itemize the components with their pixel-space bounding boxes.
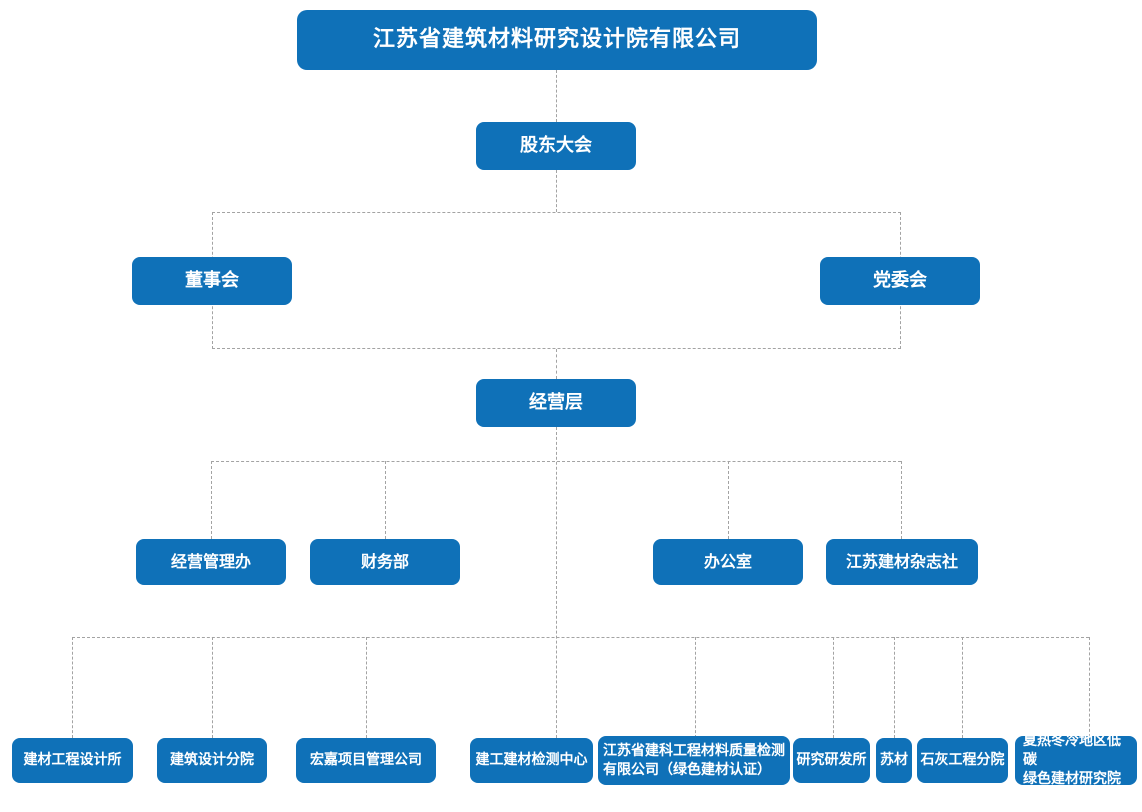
connector-drop-dept-3 bbox=[728, 461, 729, 539]
org-node-party-committee: 党委会 bbox=[820, 257, 980, 305]
dept-label: 经营管理办 bbox=[170, 552, 251, 571]
dept-label: 江苏建材杂志社 bbox=[845, 552, 958, 571]
departments-rail bbox=[211, 461, 901, 462]
sub-label-line2: 绿色建材研究院 bbox=[1023, 770, 1121, 787]
connector-drop-sub-3 bbox=[366, 637, 367, 738]
connector-drop-sub-1 bbox=[72, 637, 73, 738]
sub-label: 建材工程设计所 bbox=[23, 751, 122, 768]
org-node-root-label: 江苏省建筑材料研究设计院有限公司 bbox=[372, 27, 741, 53]
dept-label: 财务部 bbox=[360, 552, 409, 571]
org-node-sub-lime-engineering-branch: 石灰工程分院 bbox=[917, 738, 1008, 783]
org-node-sub-jianke-quality-testing-company: 江苏省建科工程材料质量检测 有限公司（绿色建材认证） bbox=[598, 736, 790, 785]
connector-drop-sub-2 bbox=[212, 637, 213, 738]
org-node-board-of-directors: 董事会 bbox=[132, 257, 292, 305]
connector-drop-sub-8 bbox=[962, 637, 963, 738]
connector-drop-dept-4 bbox=[901, 461, 902, 539]
sub-label-line1: 夏热冬冷地区低碳 bbox=[1023, 733, 1121, 769]
connector-drop-sub-9 bbox=[1089, 637, 1090, 737]
sub-label: 研究研发所 bbox=[796, 751, 867, 768]
org-node-sub-testing-center: 建工建材检测中心 bbox=[470, 738, 593, 783]
subsidiaries-rail bbox=[72, 637, 1089, 638]
org-node-management-layer: 经营层 bbox=[476, 379, 636, 427]
org-node-sub-hongjia-project-company: 宏嘉项目管理公司 bbox=[296, 738, 436, 783]
org-node-dept-magazine: 江苏建材杂志社 bbox=[826, 539, 978, 585]
org-node-root: 江苏省建筑材料研究设计院有限公司 bbox=[297, 10, 817, 70]
sub-label: 苏材 bbox=[880, 751, 908, 768]
connector-drop-dept-2 bbox=[385, 461, 386, 539]
org-node-shareholders-label: 股东大会 bbox=[520, 134, 592, 156]
org-node-dept-operations-office: 经营管理办 bbox=[136, 539, 286, 585]
org-node-management-label: 经营层 bbox=[529, 391, 583, 413]
dept-label: 办公室 bbox=[703, 552, 752, 571]
org-node-sub-research-institute: 研究研发所 bbox=[793, 738, 870, 783]
org-node-sub-materials-design-institute: 建材工程设计所 bbox=[12, 738, 133, 783]
sub-label-line1: 江苏省建科工程材料质量检测 bbox=[603, 742, 785, 759]
connector-management-trunk bbox=[556, 427, 557, 738]
connector-shareholders-to-governance bbox=[556, 170, 557, 212]
connector-drop-sub-6 bbox=[833, 637, 834, 738]
sub-label: 石灰工程分院 bbox=[920, 751, 1005, 768]
org-node-dept-general-office: 办公室 bbox=[653, 539, 803, 585]
governance-dashed-frame bbox=[212, 212, 901, 349]
connector-governance-to-management bbox=[556, 349, 557, 379]
sub-label-line2: 有限公司（绿色建材认证） bbox=[603, 761, 771, 778]
connector-drop-dept-1 bbox=[211, 461, 212, 539]
connector-drop-sub-7 bbox=[894, 637, 895, 738]
org-node-shareholders-meeting: 股东大会 bbox=[476, 122, 636, 170]
connector-root-to-shareholders bbox=[556, 70, 557, 122]
sub-label: 建工建材检测中心 bbox=[475, 751, 588, 768]
org-node-sub-lowcarbon-green-materials-institute: 夏热冬冷地区低碳 绿色建材研究院 bbox=[1015, 733, 1137, 787]
org-node-sub-sucai: 苏材 bbox=[876, 738, 912, 783]
org-node-dept-finance: 财务部 bbox=[310, 539, 460, 585]
org-node-sub-architecture-branch: 建筑设计分院 bbox=[157, 738, 267, 783]
org-node-party-label: 党委会 bbox=[873, 269, 927, 291]
connector-drop-sub-5 bbox=[695, 637, 696, 738]
sub-label: 宏嘉项目管理公司 bbox=[310, 751, 422, 768]
sub-label: 建筑设计分院 bbox=[170, 751, 254, 768]
org-node-board-label: 董事会 bbox=[185, 269, 239, 291]
